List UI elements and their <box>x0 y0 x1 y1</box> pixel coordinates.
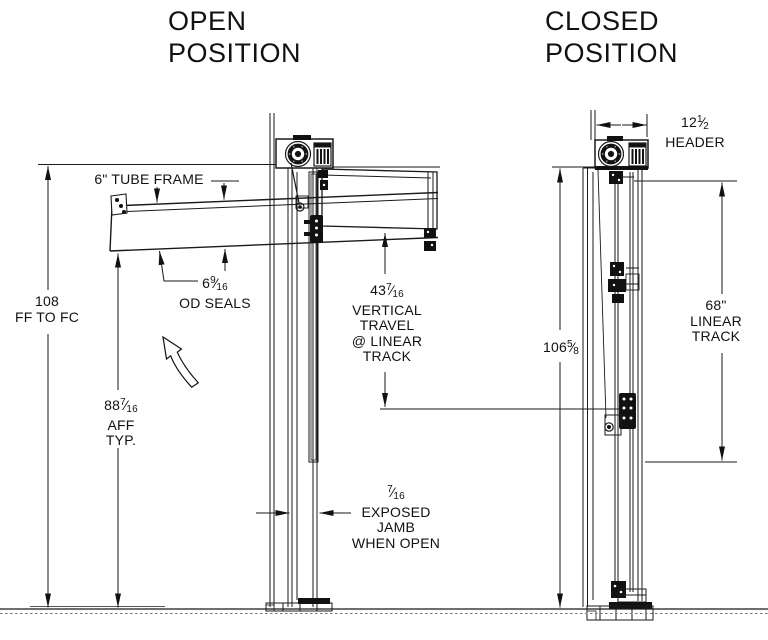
mid-track-hardware <box>608 262 640 303</box>
od-seals-label: 69⁄16 OD SEALS <box>179 275 251 311</box>
closed-base-assembly <box>586 581 654 621</box>
swing-direction-arrow <box>162 335 200 388</box>
dim-exposed-jamb: 7⁄16 EXPOSED JAMB WHEN OPEN <box>351 484 441 551</box>
motor-pulley-icon <box>286 142 311 167</box>
gearbox-icon <box>628 142 647 167</box>
dim-header-width: 121⁄2 HEADER <box>665 114 725 150</box>
open-position-title: OPEN POSITION <box>168 6 302 68</box>
closed-header-assembly <box>594 136 649 170</box>
dim-vertical-travel: 437⁄16 VERTICAL TRAVEL @ LINEAR TRACK <box>351 282 423 364</box>
cable-carriage <box>604 393 636 436</box>
dim-linear-track: 68" LINEAR TRACK <box>690 297 742 344</box>
dim-aff-typ: 887⁄16 AFF TYP. <box>104 397 138 448</box>
open-position-drawing <box>109 113 440 612</box>
open-dimension-lines <box>38 164 622 608</box>
open-base-plate <box>265 598 333 612</box>
closed-dimension-lines <box>552 122 737 608</box>
dim-ff-to-fc: 108 FF TO FC <box>14 293 80 325</box>
dim-closed-height: 1065⁄8 <box>542 339 580 357</box>
open-header-assembly <box>275 135 440 169</box>
closed-position-drawing <box>582 110 654 621</box>
closed-door-panel <box>582 167 643 607</box>
open-door-panel <box>109 168 439 252</box>
closed-position-title: CLOSED POSITION <box>545 6 679 68</box>
tube-frame-label: 6" TUBE FRAME <box>94 171 204 187</box>
floor-line <box>0 606 768 614</box>
motor-pulley-icon <box>599 142 624 167</box>
gearbox-icon <box>313 142 332 167</box>
